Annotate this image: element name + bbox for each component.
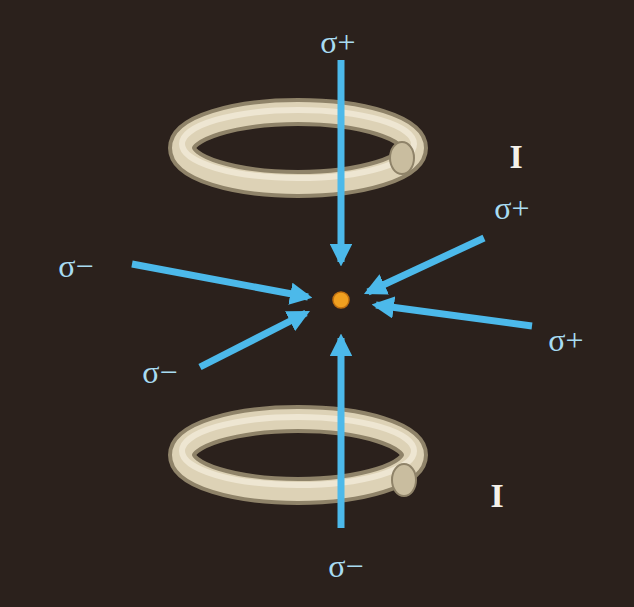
beam-polarization: σ−	[142, 356, 177, 388]
coil	[182, 417, 416, 496]
atom-cloud	[333, 292, 349, 308]
current-label: I	[509, 140, 522, 174]
current-label: I	[490, 479, 503, 513]
beam-polarization: σ+	[548, 324, 583, 356]
laser-beams	[132, 60, 532, 528]
beam-polarization: σ+	[320, 26, 355, 58]
beam-polarization: σ−	[328, 550, 363, 582]
coil	[182, 110, 414, 184]
beam-polarization: σ+	[494, 192, 529, 224]
beam-polarization: σ−	[58, 250, 93, 282]
